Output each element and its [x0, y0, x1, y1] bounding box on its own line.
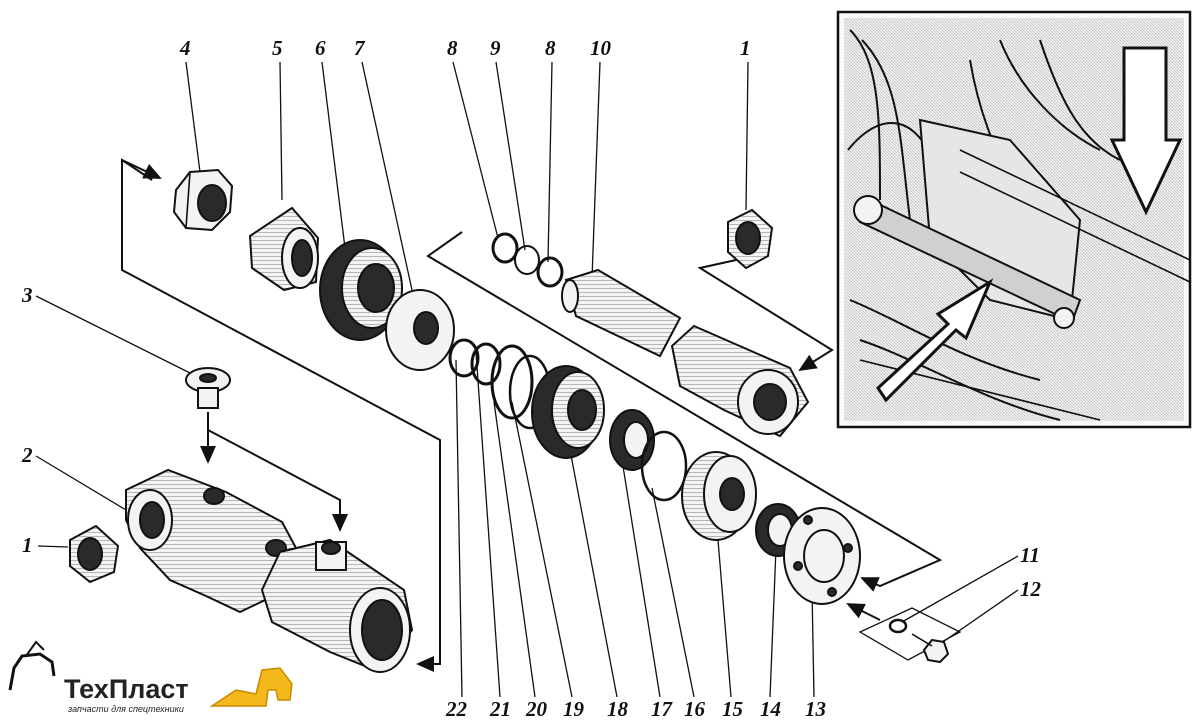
bottom-leader-lines [455, 351, 815, 698]
top-labels: 4 5 6 7 8 9 8 10 1 [179, 36, 751, 60]
leader-2 [35, 455, 127, 511]
part-13-flange [783, 507, 861, 605]
label-6: 6 [315, 36, 326, 60]
label-19: 19 [563, 697, 585, 721]
part-cylinder-barrel [260, 538, 414, 674]
assembly-flow-lines [121, 158, 962, 672]
logo-excavator-icon [209, 667, 293, 707]
label-7: 7 [354, 36, 366, 60]
label-4: 4 [179, 36, 191, 60]
part-12-bolt [911, 633, 950, 664]
logo-brand-text: ТехПласт [64, 674, 189, 704]
label-13: 13 [805, 697, 826, 721]
label-17: 17 [651, 697, 674, 721]
part-11-washer [888, 618, 908, 634]
label-22: 22 [445, 697, 468, 721]
top-leader-lines [185, 61, 749, 291]
part-2-head [125, 468, 298, 614]
label-20: 20 [525, 697, 548, 721]
part-22-21-rings [448, 338, 502, 386]
part-8-9-rings [491, 232, 564, 288]
brand-logo: ТехПласт запчасти для спецтехники [8, 640, 293, 714]
part-3-plug [185, 367, 231, 409]
part-10-rod [561, 268, 810, 438]
part-16-oring [640, 430, 688, 502]
label-14: 14 [760, 697, 781, 721]
logo-tagline: запчасти для спецтехники [67, 704, 184, 714]
inset-down-arrow [1109, 46, 1183, 216]
label-8b: 8 [545, 36, 556, 60]
part-4-nut [172, 168, 234, 232]
part-7-washer [385, 289, 455, 371]
part-17-seal [609, 409, 655, 471]
label-21: 21 [489, 697, 511, 721]
part-1-bearing-top [727, 208, 774, 270]
part-1-bearing-left [69, 524, 120, 584]
part-6-ring [319, 239, 403, 341]
inset-pointer-arrow [876, 278, 994, 403]
label-11: 11 [1020, 543, 1040, 567]
inset-location-panel [836, 10, 1192, 429]
label-1-top: 1 [740, 36, 751, 60]
part-18-piston [531, 365, 605, 459]
label-15: 15 [722, 697, 743, 721]
leader-12 [939, 589, 1019, 645]
part-5-bushing [248, 206, 320, 292]
leader-11 [901, 555, 1019, 623]
label-2: 2 [21, 443, 33, 467]
label-8a: 8 [447, 36, 458, 60]
label-18: 18 [607, 697, 629, 721]
label-9: 9 [490, 36, 501, 60]
leader-3 [35, 295, 197, 377]
label-12: 12 [1020, 577, 1042, 601]
leader-1-left [37, 545, 69, 548]
label-10: 10 [590, 36, 612, 60]
bottom-labels: 22 21 20 19 18 17 16 15 14 13 [445, 697, 826, 721]
part-15-gland [681, 451, 757, 541]
label-1-left: 1 [22, 533, 33, 557]
label-3: 3 [21, 283, 33, 307]
label-16: 16 [684, 697, 706, 721]
label-5: 5 [272, 36, 283, 60]
